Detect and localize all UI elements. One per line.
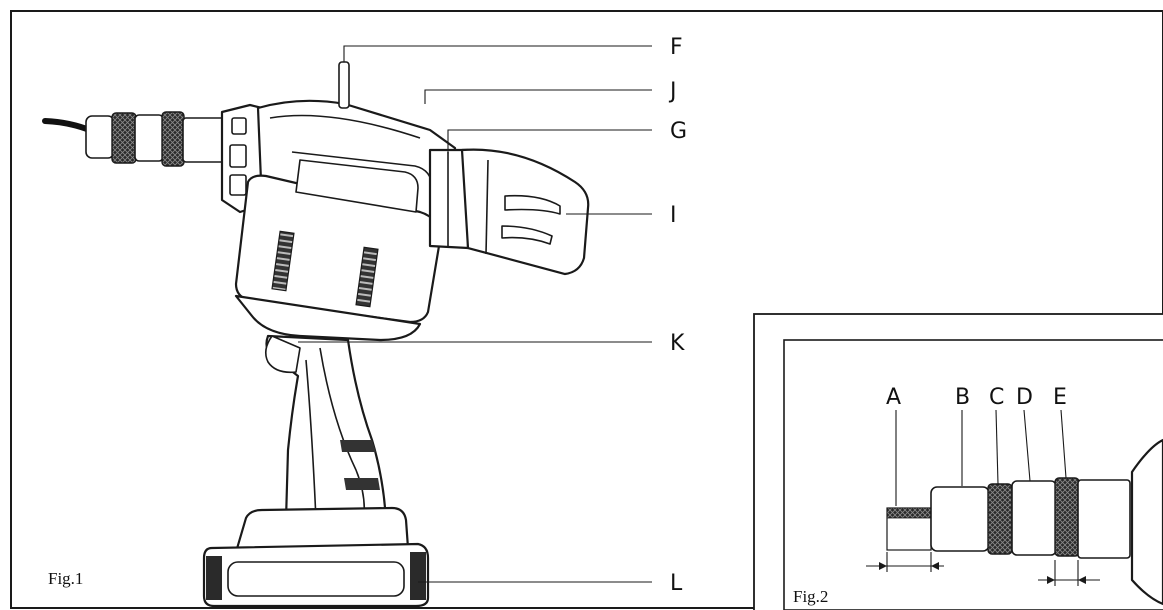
- battery-window: [227, 561, 405, 597]
- front-vent-2: [229, 144, 247, 168]
- rivet-tool-drawing: [42, 61, 590, 608]
- handle-stripe: [340, 440, 376, 452]
- part-b: [930, 486, 990, 552]
- leader-e: [1060, 409, 1067, 479]
- leader-f: [343, 45, 652, 62]
- callout-k: K: [670, 331, 685, 356]
- fig2-frame-outer: [753, 313, 1163, 610]
- part-c: [987, 483, 1013, 555]
- nose-tip: [85, 115, 115, 159]
- part-d: [1011, 480, 1057, 556]
- dimension-a-arrowhead-1: [879, 562, 887, 570]
- nose-knurl-2: [161, 111, 185, 167]
- callout-j: J: [668, 79, 677, 104]
- lower-body: [234, 294, 422, 342]
- part-a-thread: [886, 507, 932, 519]
- fig1-frame: [10, 10, 1163, 609]
- fig2-caption: Fig.2: [793, 587, 828, 606]
- callout-i: I: [670, 203, 677, 228]
- barrel-slot-2: [501, 225, 553, 245]
- part-e: [1054, 477, 1080, 557]
- top-ridge: [269, 114, 421, 139]
- grip-bar-2: [355, 246, 379, 308]
- handle-stripe-2: [344, 478, 380, 490]
- fig1-caption: Fig.1: [48, 569, 83, 588]
- barrel-line: [485, 159, 489, 255]
- cable: [42, 118, 95, 134]
- grip-bar-1: [271, 230, 295, 292]
- nosepiece-drawing: [886, 438, 1163, 606]
- fig1-leaders: [298, 45, 652, 583]
- barrel-i: [460, 148, 590, 276]
- leader-g: [447, 129, 652, 154]
- callout-l: L: [670, 571, 683, 596]
- side-cutout: [295, 159, 419, 213]
- handle-inner-2: [305, 359, 317, 521]
- dimension-e-arrowhead-2: [1078, 576, 1086, 584]
- fig1-panel: F J G I K L Fig.1: [10, 10, 1163, 609]
- battery-latch-left: [206, 556, 222, 600]
- fig2-leaders: [866, 409, 1100, 586]
- leader-j: [424, 89, 652, 104]
- nose-collar: [134, 114, 164, 162]
- callout-f: F: [670, 35, 683, 60]
- nose-knurl-1: [111, 112, 137, 164]
- barrel-slot-1: [504, 194, 561, 215]
- front-vent-1: [231, 117, 247, 135]
- housing-front: [1077, 479, 1131, 559]
- fig2-panel: A B C D E Fig.2: [753, 313, 1163, 610]
- dimension-e-arrowhead-1: [1047, 576, 1055, 584]
- callout-b: B: [955, 385, 970, 410]
- front-vent-3: [229, 174, 247, 196]
- handle-inner: [319, 347, 366, 519]
- callout-a: A: [886, 385, 901, 410]
- battery-latch-right: [410, 552, 426, 600]
- trigger-k: [264, 335, 301, 374]
- callout-c: C: [989, 385, 1004, 410]
- dimension-a-arrowhead-2: [931, 562, 939, 570]
- callout-d: D: [1016, 385, 1033, 410]
- switch-f: [338, 61, 350, 109]
- leader-d: [1023, 409, 1031, 482]
- fig2-frame-inner: [783, 339, 1163, 610]
- callout-g: G: [670, 119, 687, 144]
- housing-cone: [1130, 438, 1163, 606]
- callout-e: E: [1053, 385, 1067, 410]
- leader-c: [995, 409, 999, 485]
- nose-sleeve: [182, 117, 226, 163]
